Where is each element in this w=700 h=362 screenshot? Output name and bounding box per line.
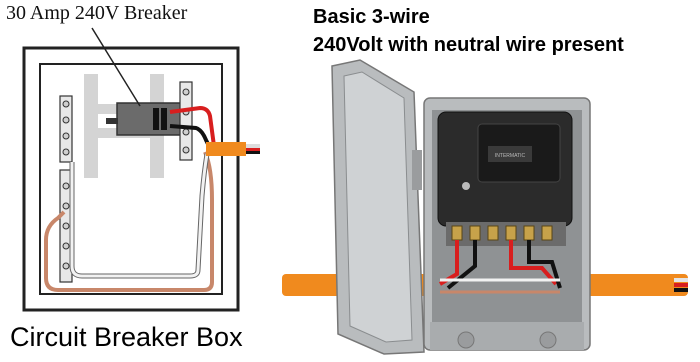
terminal-screw — [487, 225, 499, 241]
neutral-screw — [62, 222, 70, 230]
neutral-bar-upper — [59, 95, 73, 163]
diagram-title-line1: Basic 3-wire — [313, 6, 430, 28]
terminal-screw — [505, 225, 517, 241]
neutral-screw — [62, 182, 70, 190]
breaker-label-pointer — [91, 27, 141, 107]
knockout-right — [539, 331, 557, 349]
door-hinge — [412, 150, 422, 190]
neutral-screw — [62, 262, 70, 270]
neutral-screw — [62, 100, 70, 108]
breaker-box — [22, 27, 260, 312]
cable-stub-black — [246, 151, 260, 154]
cable-end-white — [674, 278, 688, 282]
timer-black-load-wire — [527, 240, 562, 289]
breaker-clip — [106, 118, 118, 124]
red-hot-wire — [169, 105, 216, 147]
diagram-title-line2: 240Volt with neutral wire present — [313, 34, 624, 56]
knockout-left — [457, 331, 475, 349]
cable-end-black — [674, 288, 688, 292]
black-hot-wire — [169, 124, 212, 149]
timer-brand-text: INTERMATIC — [495, 153, 526, 159]
white-neutral-wire-core — [70, 153, 209, 278]
breaker-box-caption: Circuit Breaker Box — [10, 322, 243, 352]
breaker-30amp — [116, 102, 184, 136]
neutral-screw — [62, 202, 70, 210]
timer-reset-screw — [462, 182, 470, 190]
breaker-label: 30 Amp 240V Breaker — [6, 2, 188, 24]
door-inner-panel — [343, 71, 413, 343]
neutral-screw — [62, 242, 70, 250]
timer-enclosure: INTERMATIC — [282, 59, 688, 355]
breaker-toggle-left — [153, 108, 159, 130]
neutral-screw — [62, 132, 70, 140]
terminal-screw — [523, 225, 535, 241]
orange-cable-right — [560, 274, 688, 296]
orange-cable-entry — [206, 142, 246, 156]
neutral-screw — [62, 148, 70, 156]
terminal-screw — [469, 225, 481, 241]
cable-end-red — [674, 283, 688, 287]
breaker-toggle-right — [161, 108, 167, 130]
bus-bar-left — [84, 74, 98, 178]
ground-screw — [182, 146, 190, 154]
terminal-screw — [541, 225, 553, 241]
cable-stub-red — [246, 148, 260, 151]
terminal-screw — [451, 225, 463, 241]
cable-stub-white — [246, 144, 260, 148]
neutral-screw — [62, 116, 70, 124]
enclosure-base — [430, 322, 584, 350]
copper-ground-wire — [44, 151, 214, 292]
timer-logo-plate — [488, 146, 532, 162]
timer-red-load-wire — [509, 240, 558, 286]
ground-screw — [182, 88, 190, 96]
ground-bar — [179, 81, 193, 161]
ground-screw — [182, 128, 190, 136]
